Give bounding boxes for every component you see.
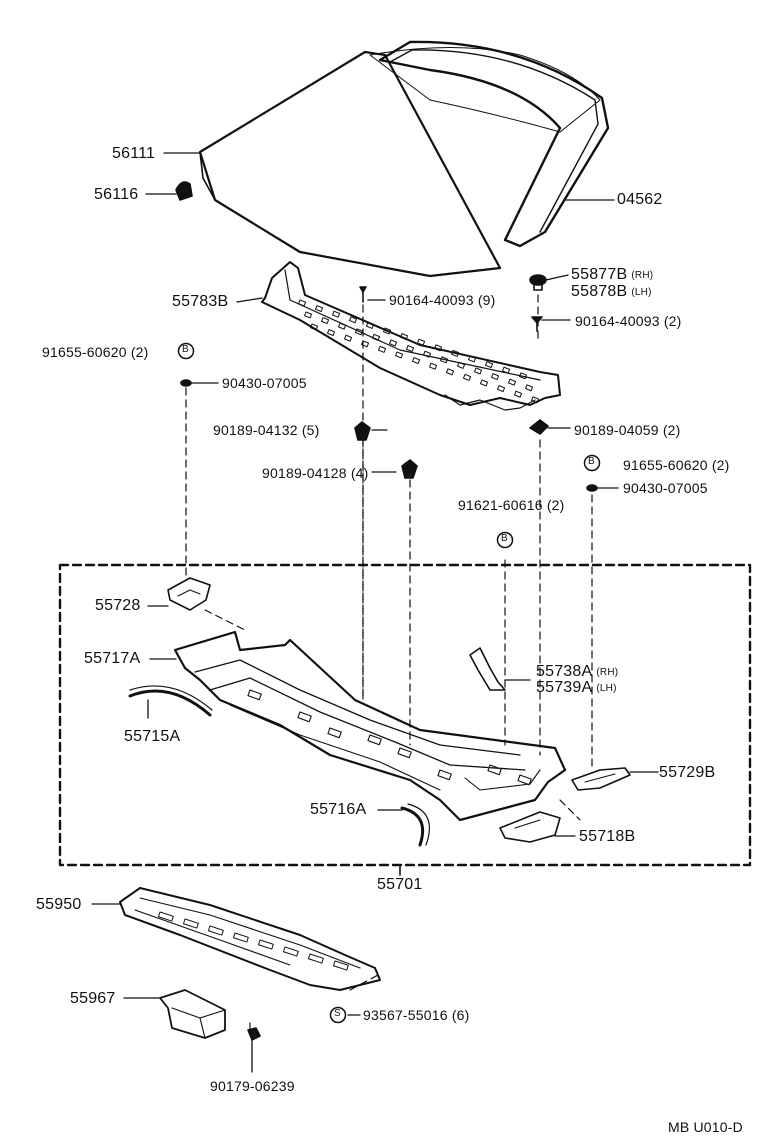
part-label-seal-lower: 55716A [310, 801, 367, 818]
part-label-plug-lh: 55878B(LH) [571, 283, 652, 300]
seal-55715a [128, 685, 213, 717]
cowl-panel [173, 630, 567, 822]
part-label-duct: 55950 [36, 896, 82, 913]
part-label-nut-duct: 90179-06239 [210, 1078, 295, 1094]
part-label-bracket-lower: 55718B [579, 828, 636, 845]
part-label-assembly: 55701 [377, 876, 423, 893]
part-label-screw-top: 90164-40093 (9) [389, 292, 496, 308]
clip-56116 [175, 181, 193, 201]
duct-55967 [159, 989, 226, 1039]
assembly-guides [185, 294, 593, 1031]
windshield-moulding [378, 40, 610, 248]
part-label-bracket-rh: 55738A(RH) [536, 663, 619, 680]
part-label-seal-left: 55715A [124, 728, 181, 745]
part-label-bracket-right: 55729B [659, 764, 716, 781]
part-label-screw-right: 90164-40093 (2) [575, 313, 682, 329]
diagram-code: MB U010-D [668, 1119, 743, 1135]
screw-top [359, 286, 367, 303]
marker-s-label: S [334, 1008, 341, 1019]
part-label-nut-right: 91655-60620 (2) [623, 457, 730, 473]
panel-holes [247, 689, 532, 786]
clip-right [529, 419, 549, 435]
marker-b-right [583, 454, 601, 472]
marker-b-label: B [588, 456, 595, 467]
nut-duct [247, 1027, 261, 1041]
screw-right [531, 316, 543, 332]
duct-55950 [119, 887, 381, 991]
part-label-screw-duct: 93567-55016 (6) [363, 1007, 470, 1023]
part-label-plug-rh: 55877B(RH) [571, 266, 654, 283]
part-label-washer-right: 90430-07005 [623, 480, 708, 496]
duct-slots [157, 911, 349, 971]
part-label-moulding: 04562 [617, 191, 663, 208]
marker-b-label: B [501, 533, 508, 544]
part-label-cowl-louver: 55783B [172, 293, 229, 310]
bracket-55729b [571, 767, 631, 791]
leader-lines [91, 152, 659, 1073]
bracket-55738a [469, 647, 506, 691]
part-label-duct-small: 55967 [70, 990, 116, 1007]
part-label-clip: 56116 [94, 186, 139, 203]
part-label-clip-center: 90189-04132 (5) [213, 422, 320, 438]
part-label-nut-left: 91655-60620 (2) [42, 344, 149, 360]
part-label-bracket-lh: 55739A(LH) [536, 679, 617, 696]
washer-right [586, 484, 598, 492]
bracket-55728 [167, 577, 211, 611]
part-label-glass: 56111 [112, 145, 156, 162]
bracket-55718b [499, 811, 561, 843]
marker-b-left [177, 342, 195, 360]
washer-left [180, 379, 192, 387]
marker-s-duct [329, 1006, 347, 1024]
seal-55716a [400, 803, 430, 847]
part-label-nut-mid: 91621-60616 (2) [458, 497, 565, 513]
marker-b-label: B [182, 344, 189, 355]
part-label-panel-left: 55717A [84, 650, 141, 667]
clip-lower [401, 459, 418, 479]
part-label-washer-left: 90430-07005 [222, 375, 307, 391]
part-label-clip-lower: 90189-04128 (4) [262, 465, 369, 481]
windshield-glass [198, 47, 601, 278]
louver-slots [298, 299, 540, 404]
marker-b-mid [496, 531, 514, 549]
part-label-clip-right: 90189-04059 (2) [574, 422, 681, 438]
part-label-bracket-left: 55728 [95, 597, 141, 614]
assembly-box [58, 563, 752, 867]
